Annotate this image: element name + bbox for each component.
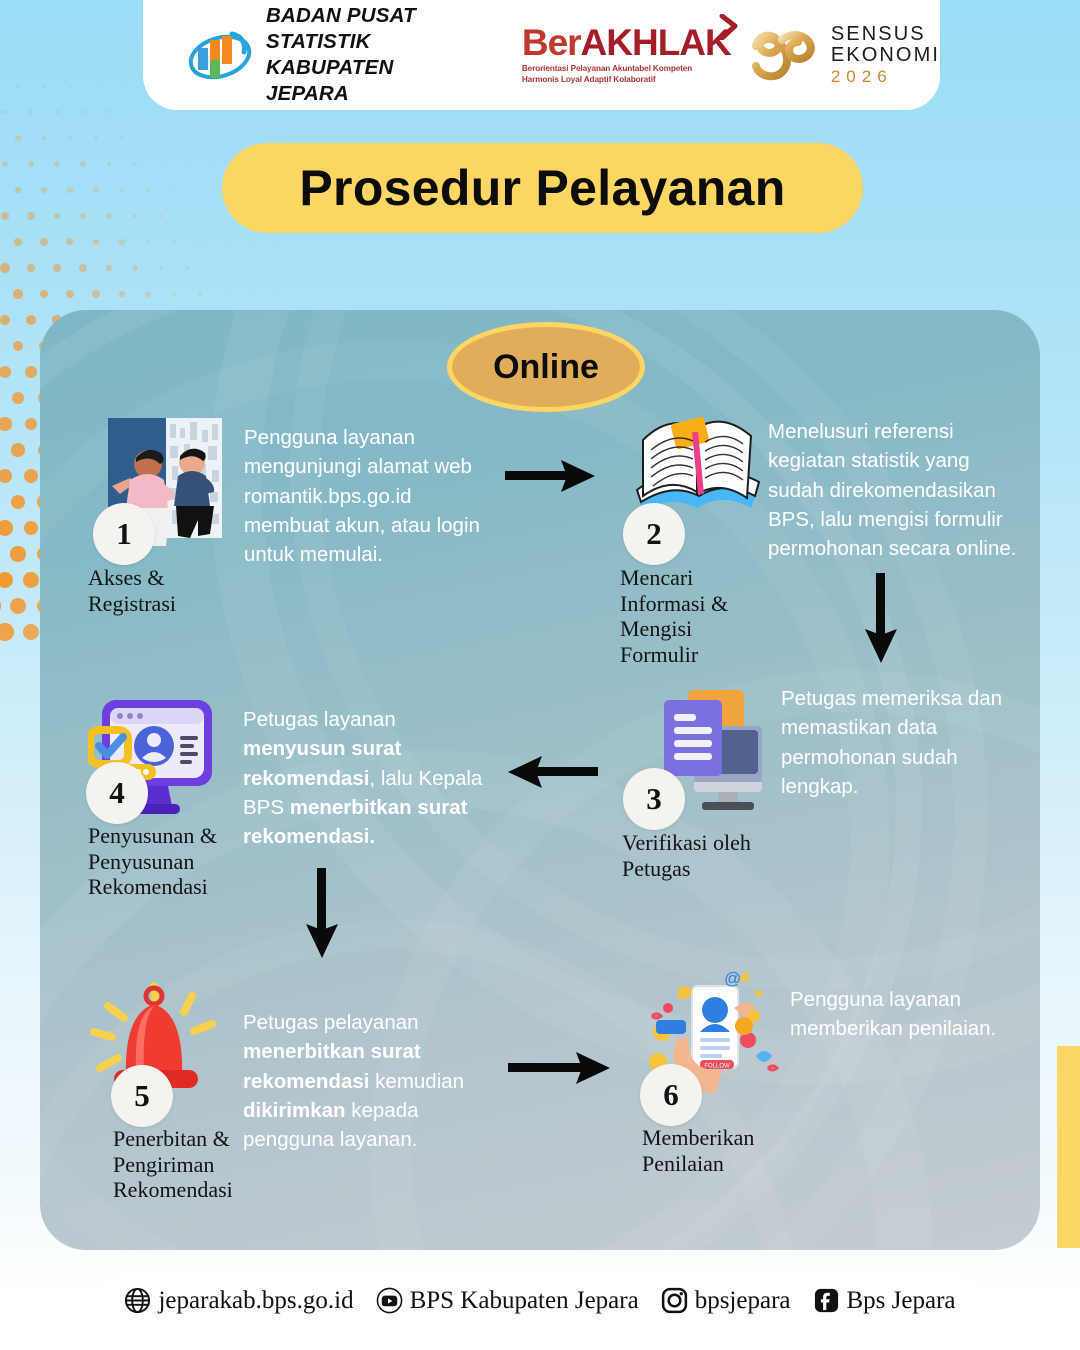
accent-bar-right xyxy=(1057,1046,1080,1248)
berakhlak-wordmark: BerAKHLAK xyxy=(521,14,738,64)
step-1-number-badge: 1 xyxy=(93,503,155,565)
step-5-label: Penerbitan & Pengiriman Rekomendasi xyxy=(113,1126,233,1203)
sensus-year: 2026 xyxy=(830,66,893,86)
berakhlak-logo-group: BerAKHLAK Berorientasi Pelayanan Akuntab… xyxy=(521,14,738,86)
sensus-ekonomi-logo-group: SENSUS EKONOMI 2026 xyxy=(748,24,940,85)
step-6-number: 6 xyxy=(663,1077,679,1112)
step-6-description: Pengguna layanan memberikan penilaian. xyxy=(790,988,997,1041)
footer-facebook-text: Bps Jepara xyxy=(846,1286,956,1314)
arrow-step5-to-step6 xyxy=(508,1050,612,1091)
facebook-icon xyxy=(814,1288,838,1312)
step-1-illustration xyxy=(100,416,226,556)
step-3-label: Verifikasi oleh Petugas xyxy=(622,830,751,881)
arrow-step3-to-step4 xyxy=(484,754,598,795)
step-2-number: 2 xyxy=(646,516,662,551)
online-badge: Online xyxy=(447,322,645,412)
step-3-number-badge: 3 xyxy=(623,768,685,830)
bps-logo-icon xyxy=(188,26,252,84)
arrow-step1-to-step2 xyxy=(505,458,597,499)
youtube-icon xyxy=(376,1287,402,1313)
berakhlak-main: AKHLAK xyxy=(580,22,732,64)
page-title: Prosedur Pelayanan xyxy=(299,160,786,216)
bps-logo-group: BADAN PUSAT STATISTIK KABUPATEN JEPARA xyxy=(188,3,480,108)
step-2-description: Menelusuri referensi kegiatan statistik … xyxy=(768,420,1017,561)
instagram-icon xyxy=(661,1287,687,1313)
step-6-label: Memberikan Penilaian xyxy=(642,1125,755,1176)
step-3-number: 3 xyxy=(646,781,662,816)
sensus-line2: EKONOMI xyxy=(830,44,940,67)
svg-text:FOLLOW: FOLLOW xyxy=(704,1064,730,1070)
arrow-step2-to-step3 xyxy=(864,573,898,670)
step-4-number-badge: 4 xyxy=(86,762,148,824)
step-1-description: Pengguna layanan mengunjungi alamat web … xyxy=(244,426,480,567)
berakhlak-tagline: Berorientasi Pelayanan Akuntabel Kompete… xyxy=(521,64,693,84)
globe-icon xyxy=(125,1287,151,1313)
step-5-number-badge: 5 xyxy=(111,1065,173,1127)
step-2-label: Mencari Informasi & Mengisi Formulir xyxy=(620,565,729,667)
step-3-description: Petugas memeriksa dan memastikan data pe… xyxy=(781,687,1003,798)
footer-website[interactable]: jeparakab.bps.go.id xyxy=(124,1286,354,1314)
step-3-illustration xyxy=(650,686,770,826)
svg-text:@: @ xyxy=(724,969,741,988)
step-2-number-badge: 2 xyxy=(623,503,685,565)
step-6-number-badge: 6 xyxy=(640,1064,702,1126)
step-4-description: Petugas layanan menyusun surat rekomenda… xyxy=(243,708,483,849)
online-badge-label: Online xyxy=(493,347,599,386)
step-6-illustration: FOLLOW @ xyxy=(638,968,780,1103)
page-title-pill: Prosedur Pelayanan xyxy=(222,143,863,233)
bps-logo-title: BADAN PUSAT STATISTIK KABUPATEN JEPARA xyxy=(266,3,416,106)
step-1-label: Akses & Registrasi xyxy=(88,565,176,616)
sensus-line1: SENSUS xyxy=(830,23,926,46)
footer-youtube-text: BPS Kabupaten Jepara xyxy=(409,1286,639,1314)
footer-instagram-text: bpsjepara xyxy=(694,1286,791,1314)
sensus-ribbon-icon xyxy=(751,31,815,81)
footer-youtube[interactable]: BPS Kabupaten Jepara xyxy=(376,1287,639,1314)
berakhlak-prefix: Ber xyxy=(521,22,582,64)
step-4-label: Penyusunan & Penyusunan Rekomendasi xyxy=(88,823,217,900)
arrow-step4-to-step5 xyxy=(305,868,339,965)
footer-facebook[interactable]: Bps Jepara xyxy=(813,1287,956,1314)
step-1-number: 1 xyxy=(116,516,132,551)
footer-instagram[interactable]: bpsjepara xyxy=(661,1287,791,1314)
footer-website-text: jeparakab.bps.go.id xyxy=(158,1286,354,1314)
footer-social-bar: jeparakab.bps.go.id BPS Kabupaten Jepara… xyxy=(105,1271,975,1329)
sensus-ekonomi-wordmark: SENSUS EKONOMI 2026 xyxy=(831,24,940,85)
berakhlak-chevron-icon xyxy=(719,14,738,41)
step-2-illustration xyxy=(633,410,763,540)
header-logo-bar: BADAN PUSAT STATISTIK KABUPATEN JEPARA B… xyxy=(143,0,940,110)
step-5-number: 5 xyxy=(134,1078,150,1113)
step-4-number: 4 xyxy=(109,775,125,810)
step-5-description: Petugas pelayanan menerbitkan surat reko… xyxy=(243,1011,465,1152)
